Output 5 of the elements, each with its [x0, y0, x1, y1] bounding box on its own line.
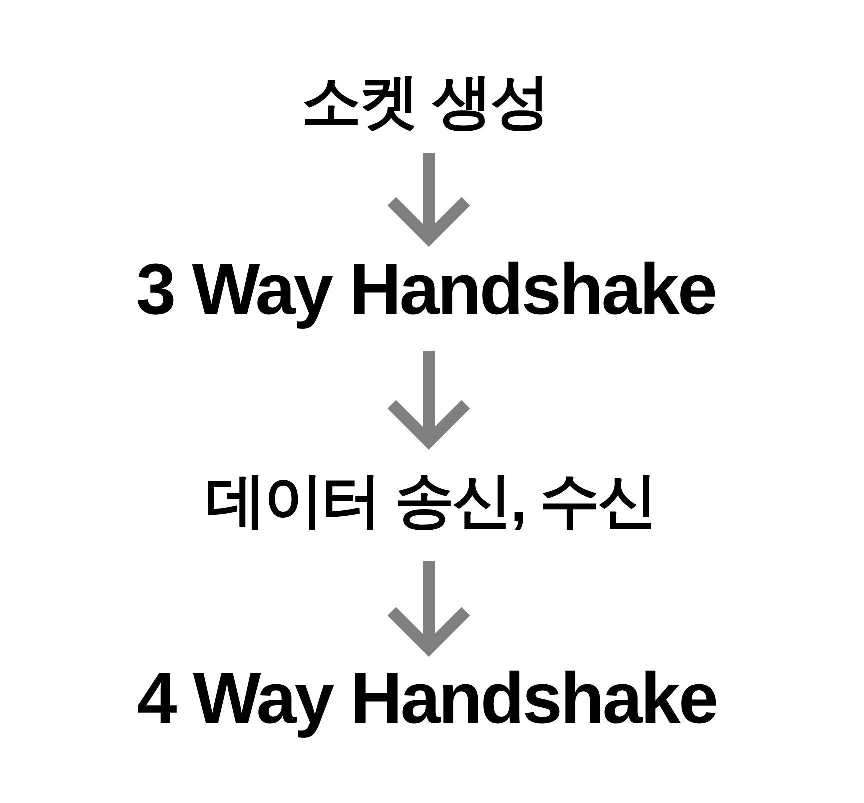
step-label: 데이터 송신, 수신	[206, 471, 656, 531]
step-label: 소켓 생성	[302, 72, 548, 132]
arrow	[386, 351, 472, 448]
arrow	[386, 561, 472, 654]
arrow	[386, 153, 472, 244]
